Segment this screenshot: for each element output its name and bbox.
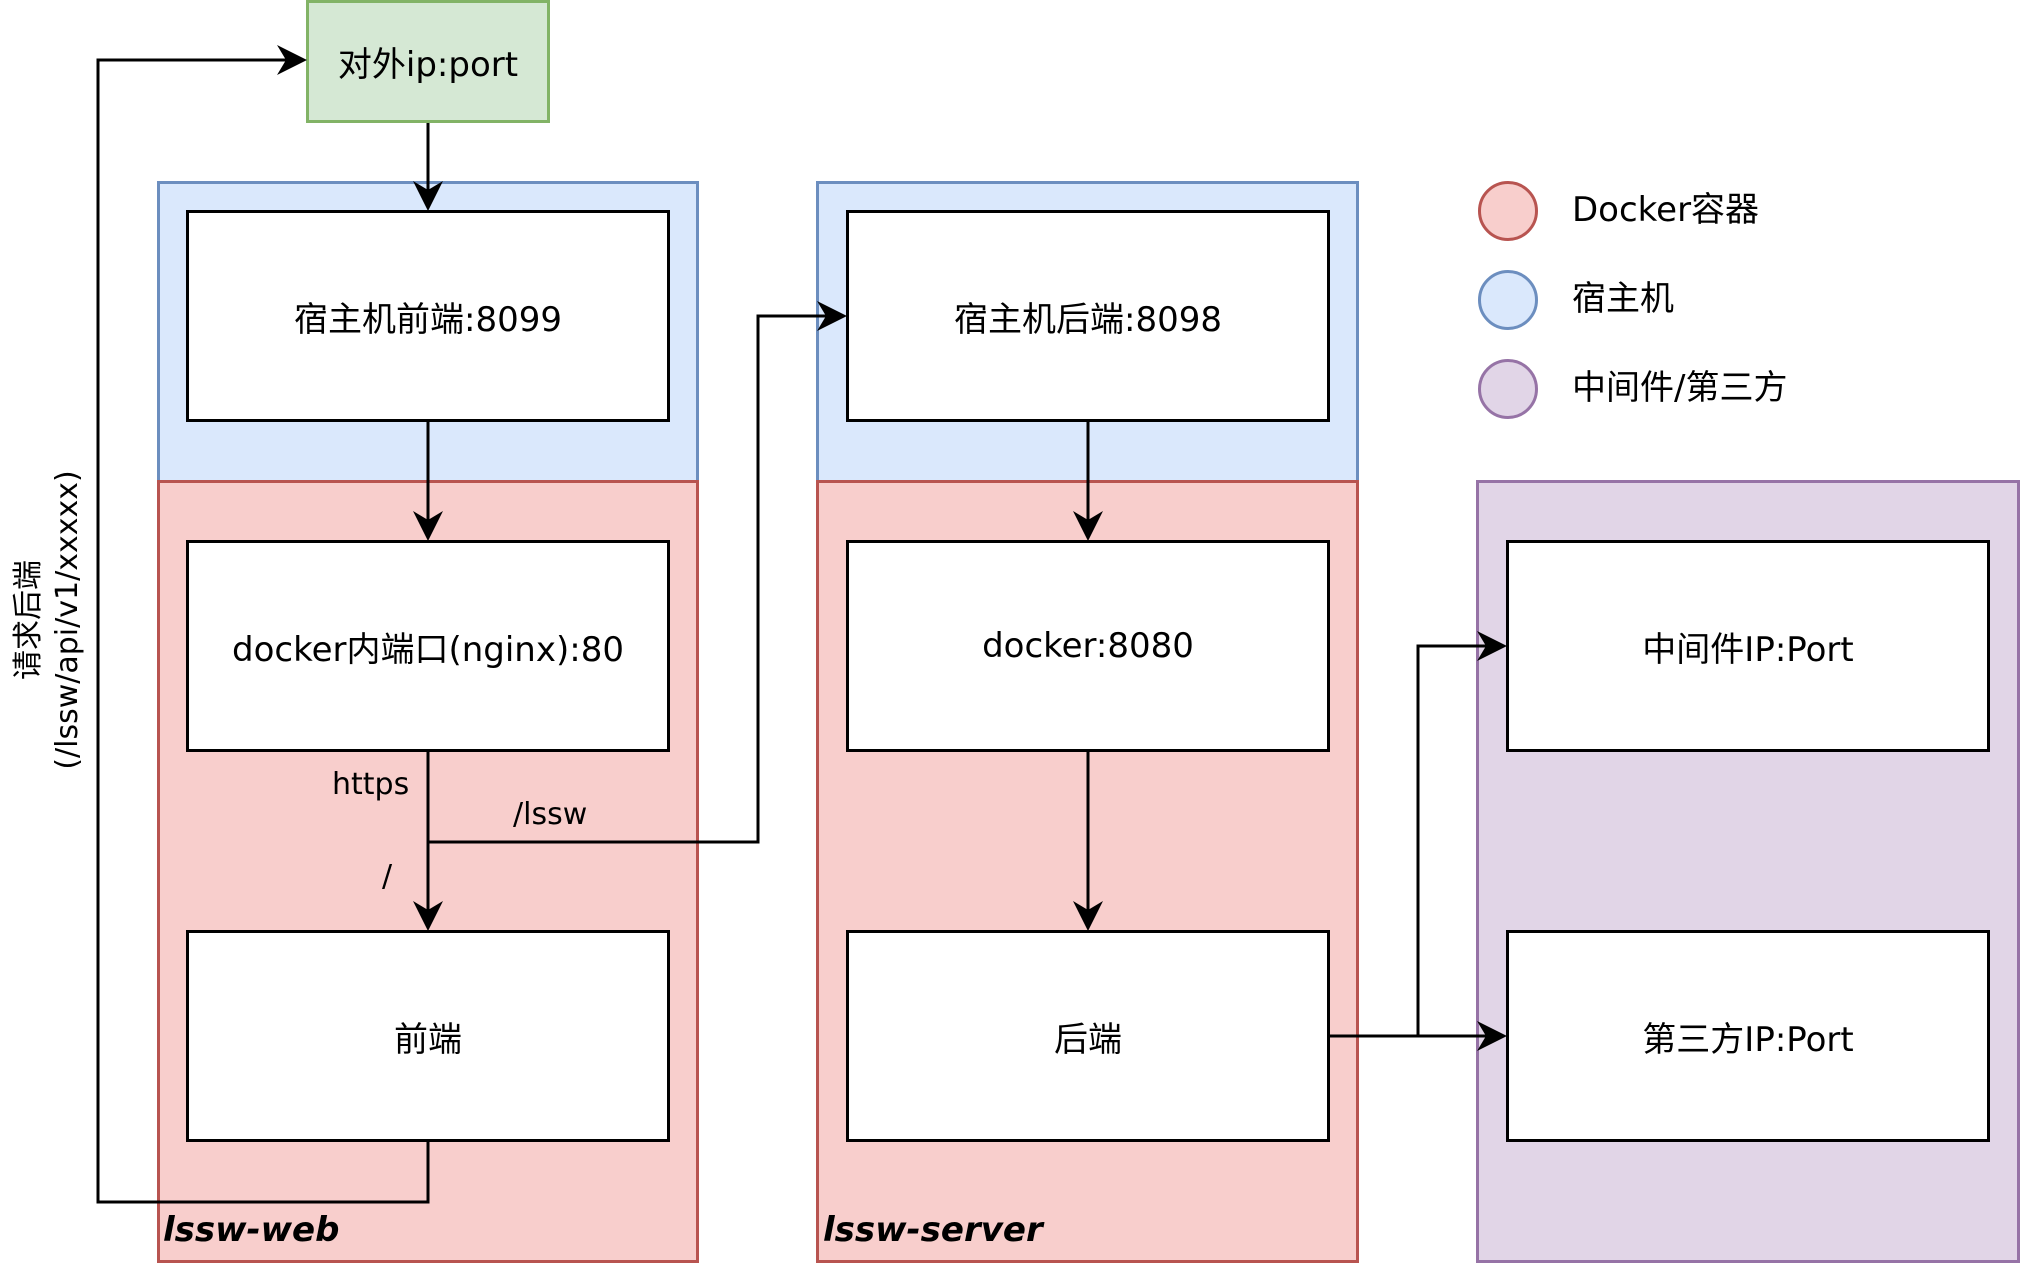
server-host-box: 宿主机后端:8098 bbox=[846, 210, 1330, 422]
middleware-box: 中间件IP:Port bbox=[1506, 540, 1990, 752]
web-frontend-box: 前端 bbox=[186, 930, 670, 1142]
web-nginx-label: docker内端口(nginx):80 bbox=[232, 629, 624, 670]
legend-label-third-party: 中间件/第三方 bbox=[1572, 368, 1788, 408]
web-frontend-label: 前端 bbox=[394, 1019, 462, 1060]
request-backend-label: 请求后端 (/lssw/api/v1/xxxxx) bbox=[9, 470, 87, 769]
edge-nginx-to-server-host bbox=[428, 301, 847, 844]
server-host-label: 宿主机后端:8098 bbox=[954, 299, 1222, 340]
edge-backend-to-middleware bbox=[1416, 631, 1507, 1036]
edge-label-https: https bbox=[332, 767, 410, 802]
web-group-label: lssw-web bbox=[163, 1210, 340, 1250]
third-party-box: 第三方IP:Port bbox=[1506, 930, 1990, 1142]
entry-box: 对外ip:port bbox=[306, 0, 550, 123]
middleware-label: 中间件IP:Port bbox=[1642, 629, 1854, 670]
edge-frontend-to-entry bbox=[96, 45, 430, 1204]
server-backend-label: 后端 bbox=[1054, 1019, 1122, 1060]
server-backend-box: 后端 bbox=[846, 930, 1330, 1142]
legend-label-docker: Docker容器 bbox=[1572, 190, 1760, 230]
legend-dot-docker bbox=[1478, 181, 1538, 241]
server-docker-label: docker:8080 bbox=[982, 626, 1194, 666]
third-party-label: 第三方IP:Port bbox=[1642, 1019, 1854, 1060]
entry-label: 对外ip:port bbox=[337, 45, 519, 85]
web-host-label: 宿主机前端:8099 bbox=[294, 299, 562, 340]
web-host-box: 宿主机前端:8099 bbox=[186, 210, 670, 422]
server-docker-box: docker:8080 bbox=[846, 540, 1330, 752]
request-label-line1: 请求后端 bbox=[11, 560, 46, 680]
server-group-label: lssw-server bbox=[823, 1210, 1043, 1250]
legend-dot-third-party bbox=[1478, 359, 1538, 419]
edge-label-root: / bbox=[382, 859, 393, 894]
edge-label-lssw: /lssw bbox=[513, 797, 588, 832]
legend-dot-host bbox=[1478, 270, 1538, 330]
web-nginx-box: docker内端口(nginx):80 bbox=[186, 540, 670, 752]
legend-label-host: 宿主机 bbox=[1572, 279, 1674, 319]
request-label-line2: (/lssw/api/v1/xxxxx) bbox=[50, 470, 85, 770]
